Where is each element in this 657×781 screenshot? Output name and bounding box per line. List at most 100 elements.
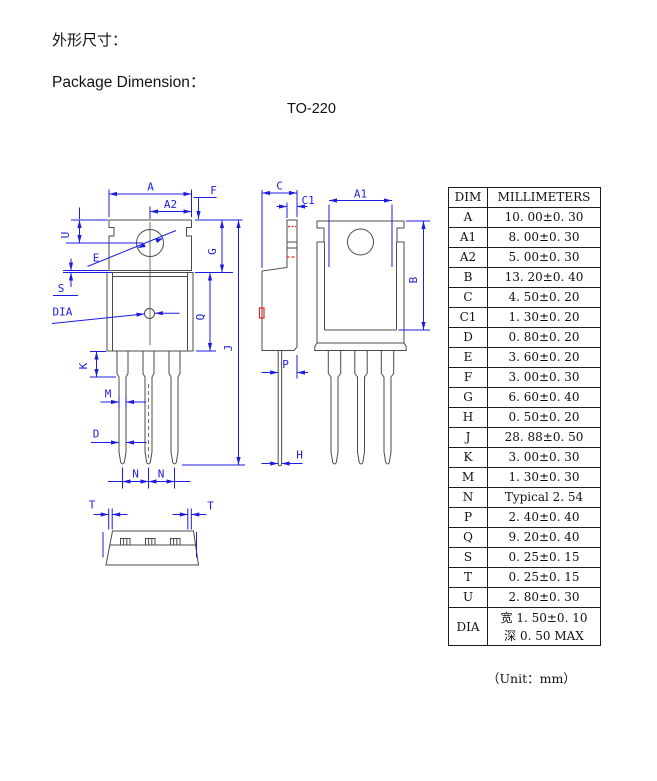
bottom-view-outline bbox=[105, 530, 200, 566]
dim-cell: P bbox=[448, 507, 488, 528]
dim-label-a: A bbox=[147, 181, 154, 194]
unit-note: （Unit：mm） bbox=[487, 671, 576, 686]
dim-label-c1: C1 bbox=[302, 194, 315, 207]
value-cell: 9. 20±0. 40 bbox=[487, 527, 601, 548]
dim-cell: B bbox=[448, 267, 488, 288]
value-cell: 1. 30±0. 30 bbox=[487, 467, 601, 488]
dim-label-t1: T bbox=[89, 499, 96, 512]
back-view-outline bbox=[314, 220, 407, 465]
value-cell: 0. 50±0. 20 bbox=[487, 407, 601, 428]
table-header-row: DIM MILLIMETERS bbox=[448, 187, 601, 208]
dim-cell: A2 bbox=[448, 247, 488, 268]
dim-label-m: M bbox=[105, 388, 112, 401]
value-cell: 3. 00±0. 30 bbox=[487, 447, 601, 468]
red-marker-box bbox=[258, 307, 265, 319]
front-view-outline bbox=[106, 219, 194, 465]
value-cell: Typical 2. 54 bbox=[487, 487, 601, 508]
dimension-labels: A A2 F U E G S DIA Q J K M D N N T T C C… bbox=[53, 180, 421, 513]
value-cell: 10. 00±0. 30 bbox=[487, 207, 601, 228]
value-cell: 0. 25±0. 15 bbox=[487, 547, 601, 568]
dim-label-h: H bbox=[296, 449, 303, 462]
dim-label-g: G bbox=[206, 248, 219, 255]
dimension-lines bbox=[51, 189, 430, 558]
side-view-outline bbox=[258, 219, 298, 467]
dim-cell: K bbox=[448, 447, 488, 468]
dim-cell: J bbox=[448, 427, 488, 448]
dim-cell: C bbox=[448, 287, 488, 308]
col-header-millimeters: MILLIMETERS bbox=[487, 187, 601, 208]
value-cell: 6. 60±0. 40 bbox=[487, 387, 601, 408]
value-cell: 0. 25±0. 15 bbox=[487, 567, 601, 588]
dim-label-a2: A2 bbox=[164, 198, 177, 211]
dim-label-k: K bbox=[77, 362, 90, 369]
value-cell: 5. 00±0. 30 bbox=[487, 247, 601, 268]
value-cell: 1. 30±0. 20 bbox=[487, 307, 601, 328]
title-english: Package Dimension： bbox=[52, 74, 206, 91]
dim-label-a1: A1 bbox=[354, 188, 367, 201]
dim-label-u: U bbox=[59, 232, 72, 239]
dim-label-q: Q bbox=[194, 314, 207, 321]
package-name: TO-220 bbox=[287, 101, 336, 117]
dim-label-n1: N bbox=[132, 468, 139, 481]
dim-label-j: J bbox=[222, 345, 235, 352]
dia-hole bbox=[144, 308, 155, 319]
value-cell: 4. 50±0. 20 bbox=[487, 287, 601, 308]
mounting-hole-back bbox=[347, 228, 374, 256]
dim-cell: F bbox=[448, 367, 488, 388]
dim-cell: A bbox=[448, 207, 488, 228]
value-cell: 2. 40±0. 40 bbox=[487, 507, 601, 528]
dim-label-t2: T bbox=[207, 500, 214, 513]
dim-label-c: C bbox=[276, 180, 283, 193]
value-cell: 3. 00±0. 30 bbox=[487, 367, 601, 388]
dim-cell: G bbox=[448, 387, 488, 408]
dim-label-b: B bbox=[407, 276, 420, 283]
dim-label-s: S bbox=[58, 282, 65, 295]
value-cell: 2. 80±0. 30 bbox=[487, 587, 601, 608]
value-cell: 28. 88±0. 50 bbox=[487, 427, 601, 448]
dim-label-d: D bbox=[93, 428, 100, 441]
title-chinese: 外形尺寸： bbox=[52, 33, 128, 49]
dim-cell: C1 bbox=[448, 307, 488, 328]
dim-cell: DIA bbox=[448, 607, 488, 646]
dim-cell: N bbox=[448, 487, 488, 508]
dim-cell: S bbox=[448, 547, 488, 568]
value-cell: 3. 60±0. 20 bbox=[487, 347, 601, 368]
value-cell: 13. 20±0. 40 bbox=[487, 267, 601, 288]
dim-label-e: E bbox=[93, 252, 100, 265]
dim-label-p: P bbox=[282, 358, 289, 371]
dim-label-dia: DIA bbox=[53, 306, 73, 319]
dim-cell: U bbox=[448, 587, 488, 608]
col-header-dim: DIM bbox=[448, 187, 488, 208]
dim-cell: M bbox=[448, 467, 488, 488]
dim-cell: D bbox=[448, 327, 488, 348]
dim-cell: H bbox=[448, 407, 488, 428]
dim-label-f: F bbox=[210, 184, 217, 197]
value-cell: 8. 00±0. 30 bbox=[487, 227, 601, 248]
value-cell: 0. 80±0. 20 bbox=[487, 327, 601, 348]
